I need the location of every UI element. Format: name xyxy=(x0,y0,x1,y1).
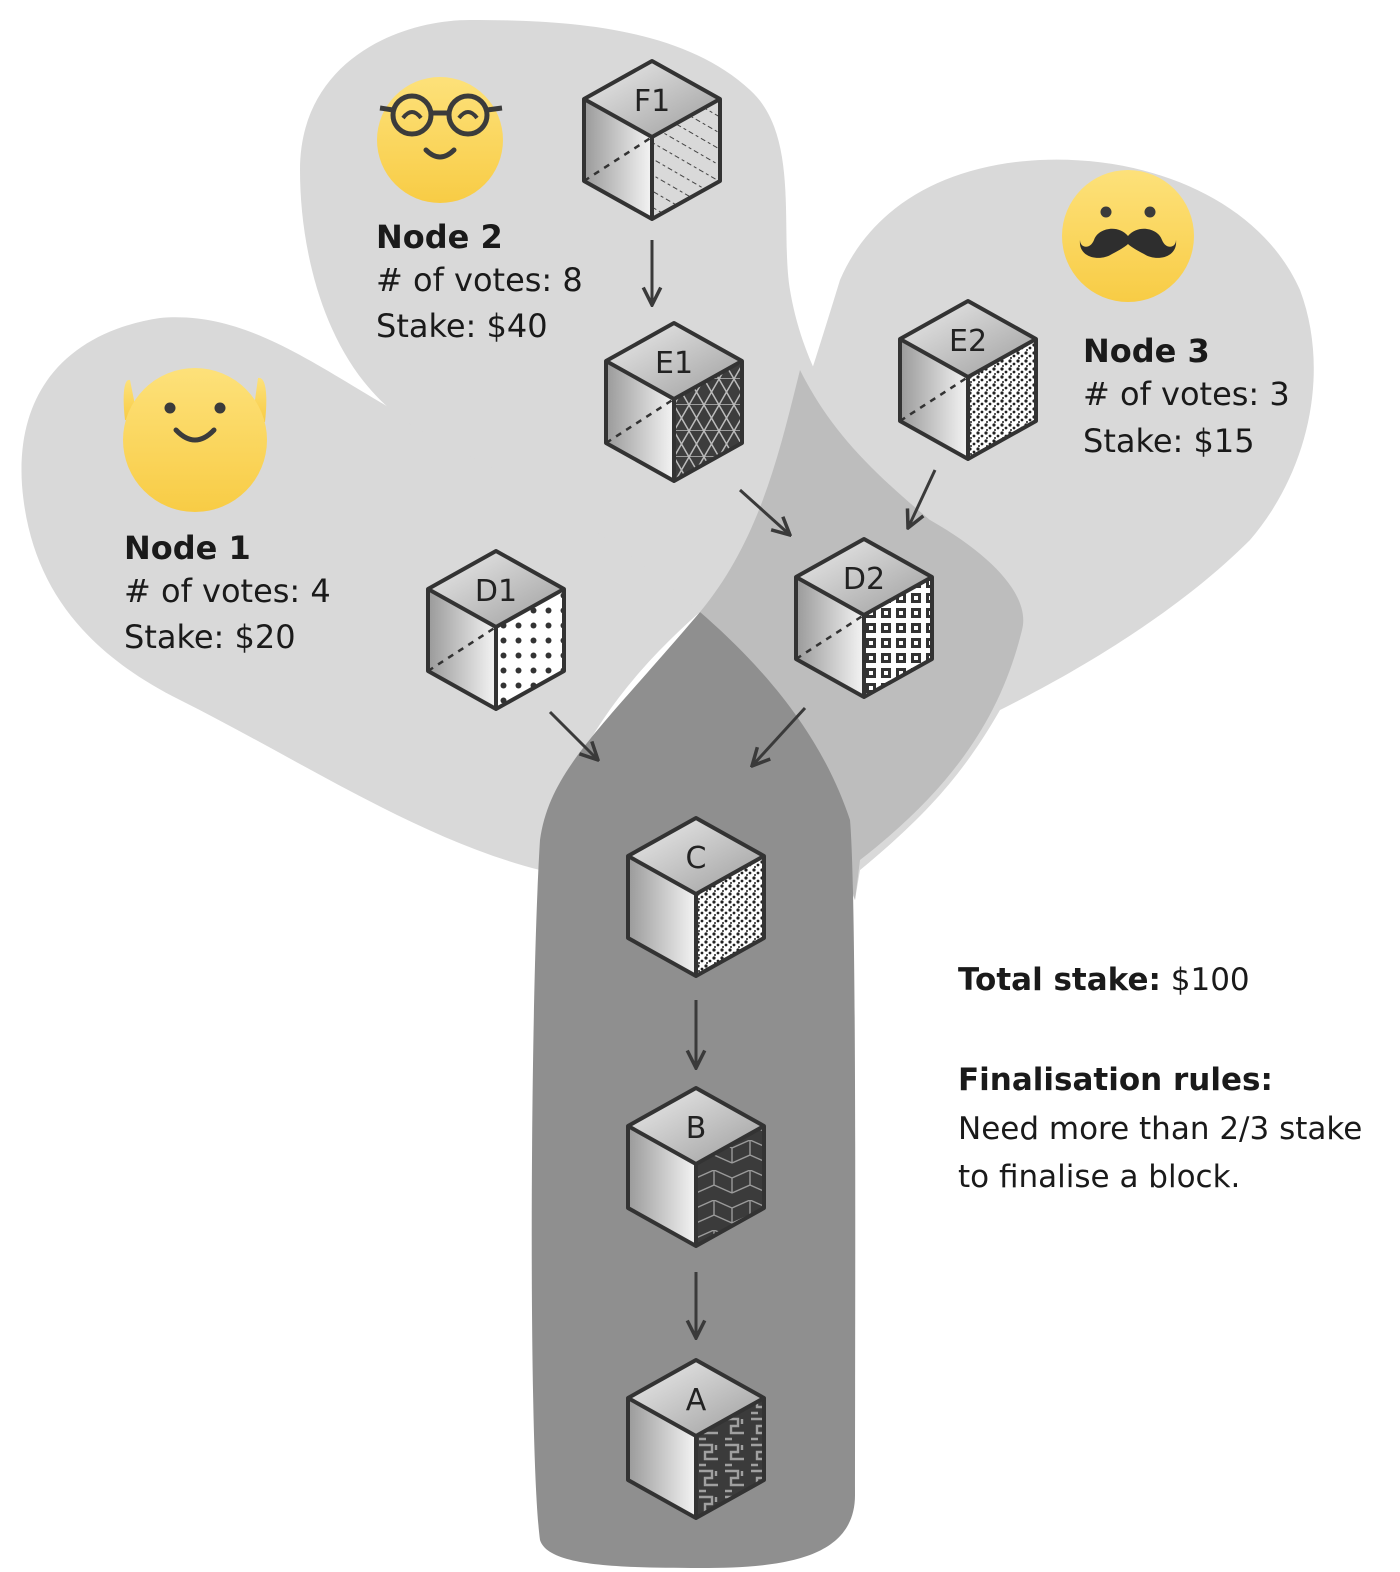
node3-name: Node 3 xyxy=(1083,332,1210,370)
chain-arrows xyxy=(548,240,937,1338)
node2-emoji-icon xyxy=(377,77,503,203)
arrow-e1-d2 xyxy=(738,488,790,535)
block-label-C: C xyxy=(686,841,707,876)
node2-info: Node 2 # of votes: 8 Stake: $40 xyxy=(376,218,583,345)
node1-name: Node 1 xyxy=(124,529,251,567)
info-panel: Total stake: $100 Finalisation rules: Ne… xyxy=(958,962,1362,1195)
block-label-E1: E1 xyxy=(655,346,693,381)
block-E2: E2 xyxy=(898,299,1038,461)
arrow-e2-d2 xyxy=(908,469,937,528)
block-A: A xyxy=(626,1358,766,1520)
rules-line-1: Need more than 2/3 stake xyxy=(958,1111,1362,1147)
rules-title: Finalisation rules: xyxy=(958,1062,1273,1098)
node2-name: Node 2 xyxy=(376,218,503,256)
node1-emoji-icon xyxy=(123,368,267,512)
block-label-F1: F1 xyxy=(634,84,670,119)
block-D1: D1 xyxy=(426,549,566,711)
node2-votes: # of votes: 8 xyxy=(376,261,583,299)
node3-emoji-icon xyxy=(1062,170,1194,302)
block-label-D1: D1 xyxy=(475,574,517,609)
node3-stake: Stake: $15 xyxy=(1083,422,1255,460)
block-label-A: A xyxy=(686,1383,707,1418)
node1-info: Node 1 # of votes: 4 Stake: $20 xyxy=(124,529,331,656)
node1-votes: # of votes: 4 xyxy=(124,572,331,610)
node1-stake: Stake: $20 xyxy=(124,618,296,656)
arrow-d2-c xyxy=(752,706,807,766)
node3-votes: # of votes: 3 xyxy=(1083,375,1290,413)
block-label-B: B xyxy=(686,1111,707,1146)
total-stake-label: Total stake: xyxy=(958,962,1161,998)
total-stake-line: Total stake: $100 xyxy=(958,962,1250,998)
arrow-d1-c xyxy=(548,710,598,760)
block-E1: E1 xyxy=(604,321,744,483)
block-B: B xyxy=(626,1086,766,1248)
block-label-D2: D2 xyxy=(843,562,885,597)
rules-line-2: to finalise a block. xyxy=(958,1159,1240,1195)
node2-stake: Stake: $40 xyxy=(376,307,548,345)
block-D2: D2 xyxy=(794,537,934,699)
node3-info: Node 3 # of votes: 3 Stake: $15 xyxy=(1083,332,1290,460)
block-F1: F1 xyxy=(582,59,722,221)
total-stake-value: $100 xyxy=(1161,962,1250,998)
block-C: C xyxy=(626,816,766,978)
block-label-E2: E2 xyxy=(949,324,987,359)
